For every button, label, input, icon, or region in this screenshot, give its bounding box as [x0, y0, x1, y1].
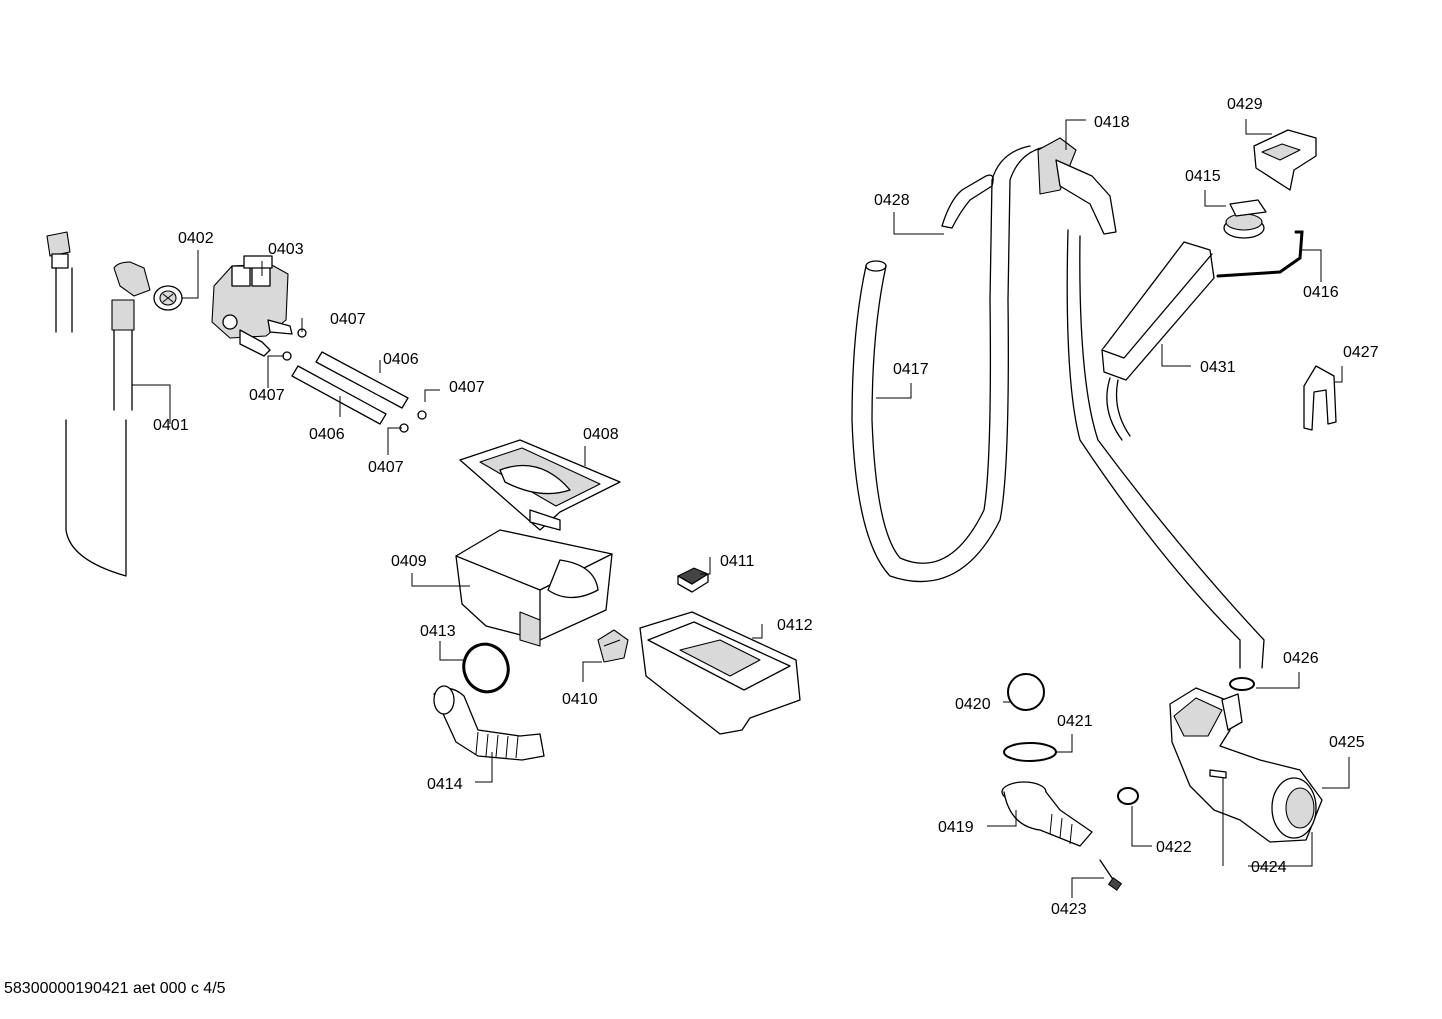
part-0424-drain-pump[interactable] [1169, 687, 1323, 843]
part-0411-siphon[interactable] [676, 567, 710, 593]
label-0408: 0408 [583, 426, 619, 443]
part-0413-seal-ring[interactable] [457, 638, 515, 698]
part-0412-drawer[interactable] [639, 611, 801, 735]
label-0419: 0419 [938, 819, 974, 836]
part-0431-suppressor[interactable] [1101, 241, 1215, 441]
leader-lines [132, 119, 1350, 898]
label-0421: 0421 [1057, 713, 1093, 730]
label-0407-c: 0407 [449, 379, 485, 396]
part-0426-clamp[interactable] [1229, 677, 1255, 691]
label-0409: 0409 [391, 553, 427, 570]
label-0415: 0415 [1185, 168, 1221, 185]
label-0417: 0417 [893, 361, 929, 378]
part-0402-filter[interactable] [153, 285, 183, 311]
part-0414-bellows-hose[interactable] [433, 685, 545, 761]
part-0417-drain-hose[interactable] [851, 145, 1051, 583]
label-0423: 0423 [1051, 901, 1087, 918]
label-0407-d: 0407 [368, 459, 404, 476]
label-0418: 0418 [1094, 114, 1130, 131]
label-0431: 0431 [1200, 359, 1236, 376]
label-0413: 0413 [420, 623, 456, 640]
part-0408-dispenser-lid[interactable] [459, 439, 621, 531]
label-0407-a: 0407 [330, 311, 366, 328]
label-0424: 0424 [1251, 859, 1287, 876]
part-0428-small-hose[interactable] [941, 174, 994, 229]
part-0409-dispenser-housing[interactable] [455, 529, 613, 647]
label-0412: 0412 [777, 617, 813, 634]
label-0420: 0420 [955, 696, 991, 713]
label-0406-a: 0406 [383, 351, 419, 368]
part-0406-tubes[interactable] [291, 351, 409, 425]
label-0428: 0428 [874, 192, 910, 209]
label-0402: 0402 [178, 230, 214, 247]
label-0422: 0422 [1156, 839, 1192, 856]
label-0425: 0425 [1329, 734, 1365, 751]
label-0427: 0427 [1343, 344, 1379, 361]
part-0421-hose-clamp[interactable] [1003, 742, 1057, 762]
label-0414: 0414 [427, 776, 463, 793]
label-0410: 0410 [562, 691, 598, 708]
part-0415-pressure-switch[interactable] [1223, 199, 1267, 239]
part-0403-valve[interactable] [211, 255, 293, 357]
part-0429-bracket[interactable] [1253, 129, 1317, 191]
part-0427-clip[interactable] [1303, 365, 1337, 431]
part-0419-sump-hose[interactable] [1001, 781, 1093, 847]
label-0416: 0416 [1303, 284, 1339, 301]
label-0411: 0411 [720, 553, 755, 570]
label-0429: 0429 [1227, 96, 1263, 113]
part-0420-ring[interactable] [1007, 673, 1045, 711]
part-0410-cap[interactable] [597, 629, 629, 663]
label-0401: 0401 [153, 417, 189, 434]
part-0418-hose-connector[interactable] [1037, 137, 1265, 669]
part-number-labels: 0401 0402 0403 0407 0406 0407 0407 0406 … [153, 96, 1379, 918]
label-0426: 0426 [1283, 650, 1319, 667]
label-0403: 0403 [268, 241, 304, 258]
part-0401-inlet-hose[interactable] [46, 231, 151, 577]
part-0423-screw[interactable] [1099, 859, 1123, 891]
part-0416-tube[interactable] [1216, 230, 1304, 278]
label-0407-b: 0407 [249, 387, 285, 404]
label-0406-b: 0406 [309, 426, 345, 443]
part-0422-clamp[interactable] [1117, 787, 1139, 805]
document-id-footer: 58300000190421 aet 000 c 4/5 [4, 980, 226, 997]
